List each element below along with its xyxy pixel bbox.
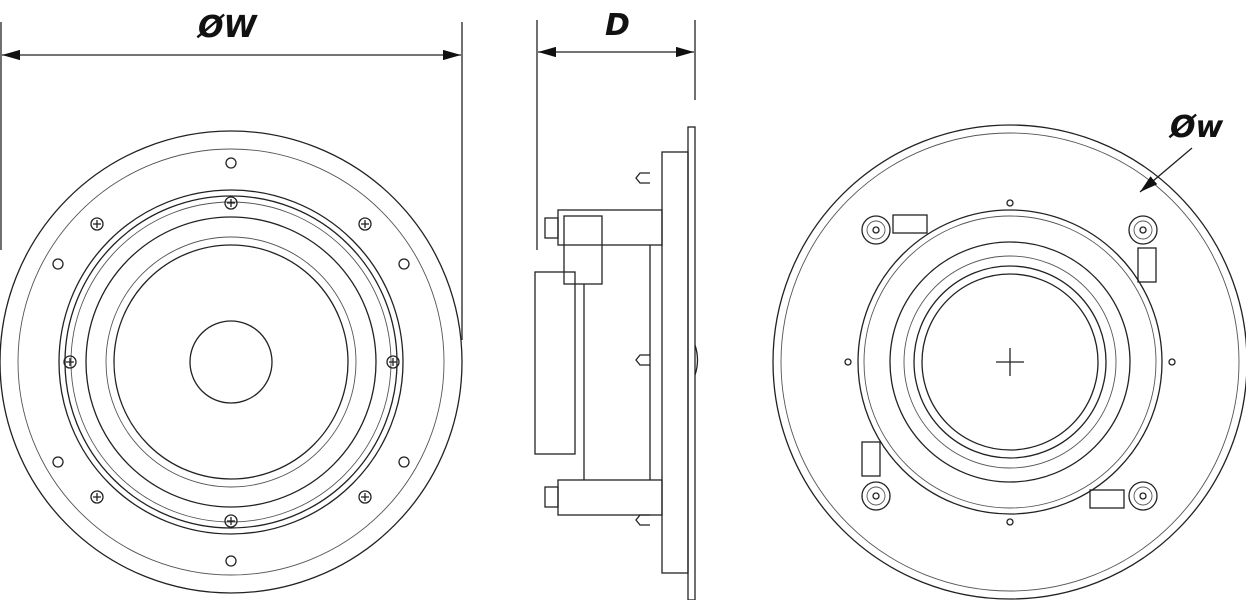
mounting-post	[1128, 481, 1158, 511]
screw-icon	[386, 355, 400, 369]
outer-diameter-label: ØW	[198, 10, 257, 45]
cutout-diameter-label: Øw	[1170, 110, 1224, 145]
screw-icon	[90, 490, 104, 504]
dimension-outer-diameter	[0, 22, 463, 340]
dimension-depth	[536, 20, 696, 250]
screws	[63, 196, 400, 528]
mounting-holes	[52, 157, 410, 567]
front-view	[0, 130, 463, 594]
screw-icon	[90, 217, 104, 231]
screw-icon	[358, 217, 372, 231]
screw-icon	[358, 490, 372, 504]
screw-icon	[63, 355, 77, 369]
mounting-post	[1128, 215, 1158, 245]
mounting-post	[861, 481, 891, 511]
depth-label: D	[605, 8, 630, 43]
rear-view	[772, 124, 1246, 600]
mounting-post	[861, 215, 891, 245]
screw-icon	[224, 196, 238, 210]
screw-icon	[224, 514, 238, 528]
side-view	[534, 126, 699, 600]
